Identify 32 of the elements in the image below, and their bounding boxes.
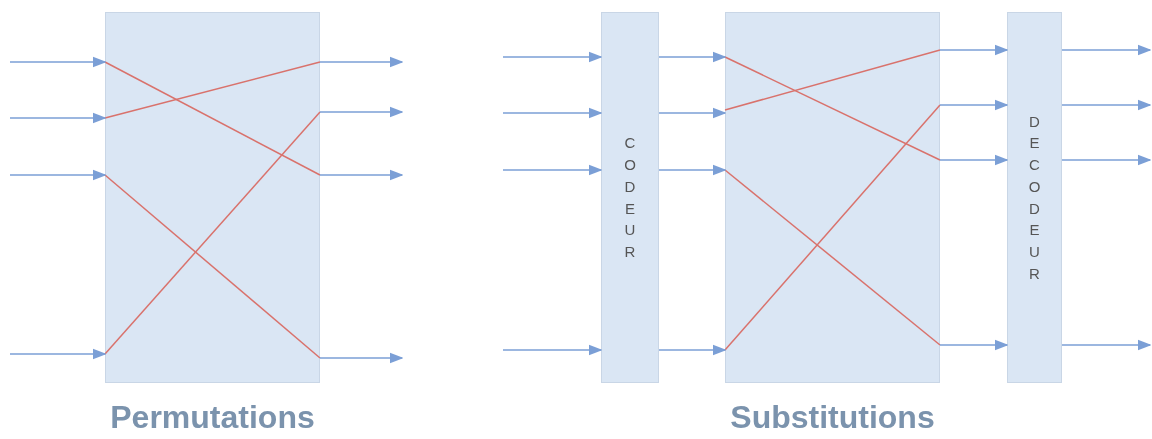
arrow [319, 56, 404, 68]
arrow [9, 348, 107, 360]
arrow [939, 99, 1009, 111]
arrow [319, 169, 404, 181]
arrow [658, 344, 727, 356]
arrow [939, 44, 1009, 56]
arrow [9, 112, 107, 124]
arrow [939, 339, 1009, 351]
arrow [1061, 154, 1152, 166]
process-box [105, 12, 320, 383]
arrow [658, 107, 727, 119]
arrow [502, 344, 603, 356]
arrow [319, 106, 404, 118]
arrow [1061, 44, 1152, 56]
coder-bar [601, 12, 659, 383]
coder-bar [1007, 12, 1062, 383]
arrow [9, 169, 107, 181]
process-box [725, 12, 940, 383]
arrow [658, 51, 727, 63]
vertical-label: DECODEUR [1027, 111, 1042, 284]
arrow [502, 164, 603, 176]
node-label: Permutations [110, 398, 315, 437]
arrow [1061, 339, 1152, 351]
vertical-label: CODEUR [623, 133, 637, 262]
arrow [9, 56, 107, 68]
node-label: Substitutions [730, 398, 935, 437]
arrow [502, 51, 603, 63]
arrow [939, 154, 1009, 166]
arrow [658, 164, 727, 176]
arrow [1061, 99, 1152, 111]
arrow [319, 352, 404, 364]
arrow [502, 107, 603, 119]
